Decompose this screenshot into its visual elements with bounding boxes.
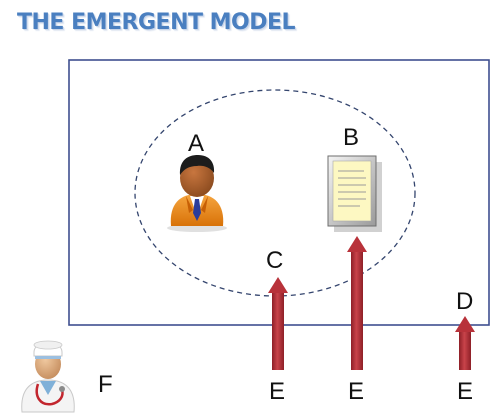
diagram-title: THE EMERGENT MODEL [17,10,296,35]
label-c: C [266,247,283,274]
arrow-up-e-to-b [347,236,367,370]
label-e-second: E [348,378,364,405]
business-person-icon [167,155,227,232]
arrow-up-e-to-d [455,316,475,370]
framed-document-icon [327,155,382,232]
label-f: F [98,371,113,398]
doctor-icon [21,340,75,413]
label-a: A [188,130,204,157]
arrow-up-e-to-c [268,277,288,370]
label-d: D [456,288,473,315]
label-e-first: E [269,378,285,405]
label-b: B [343,124,359,151]
label-e-third: E [457,378,473,405]
